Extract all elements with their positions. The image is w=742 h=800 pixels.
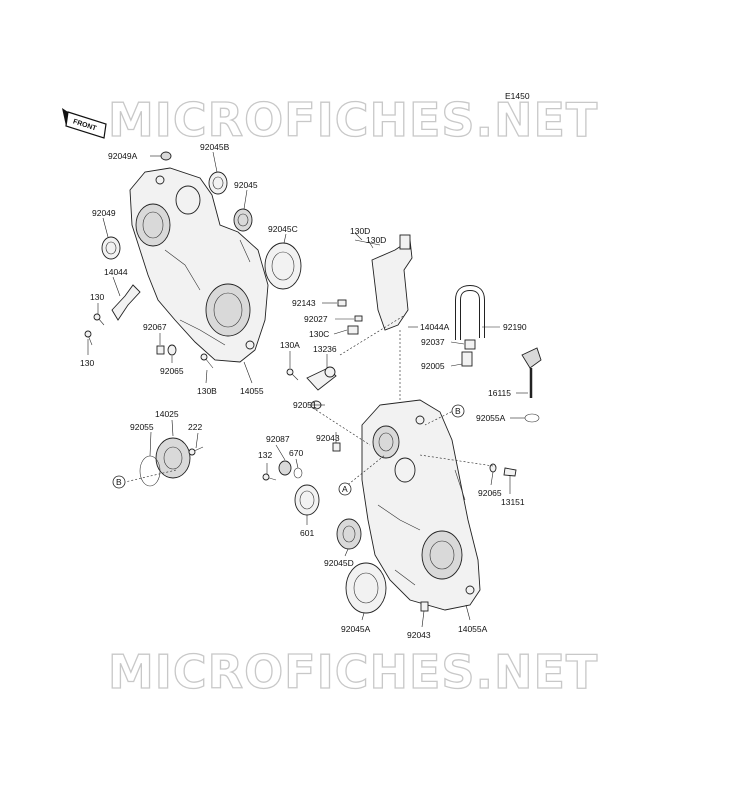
callout-B-left: B xyxy=(112,475,126,489)
label-92065-b: 92065 xyxy=(478,488,502,498)
bolt-130D xyxy=(354,232,374,249)
label-92055: 92055 xyxy=(130,422,154,432)
label-92143: 92143 xyxy=(292,298,316,308)
label-132: 132 xyxy=(258,450,272,460)
leader-lines xyxy=(87,151,528,628)
bolt-130B xyxy=(200,353,214,369)
label-14025: 14025 xyxy=(155,409,179,419)
label-92037: 92037 xyxy=(421,337,445,347)
label-92055A: 92055A xyxy=(476,413,506,423)
label-92005: 92005 xyxy=(421,361,445,371)
bearing-92045C xyxy=(264,242,302,290)
pin-92043-a xyxy=(332,442,341,452)
label-601: 601 xyxy=(300,528,314,538)
label-92043-a: 92043 xyxy=(316,433,340,443)
fitting-92005 xyxy=(461,351,473,367)
label-670: 670 xyxy=(289,448,303,458)
front-arrow-icon: FRONT xyxy=(62,108,107,139)
label-92087: 92087 xyxy=(266,434,290,444)
diagram-code: E1450 xyxy=(505,91,530,101)
watermark-top: MICROFICHES.NET xyxy=(108,93,598,147)
label-92045D: 92045D xyxy=(324,558,354,568)
fitting-92037 xyxy=(464,339,476,350)
label-130A: 130A xyxy=(280,340,300,350)
label-130C: 130C xyxy=(309,329,329,339)
watermark-bottom: MICROFICHES.NET xyxy=(108,645,598,699)
lever-13236 xyxy=(306,366,337,391)
label-14044: 14044 xyxy=(104,267,128,277)
seal-92049A xyxy=(160,151,172,161)
cover-14025 xyxy=(155,437,191,479)
label-130B: 130B xyxy=(197,386,217,396)
bearing-601 xyxy=(294,484,320,516)
label-130-b: 130 xyxy=(80,358,94,368)
oring-670 xyxy=(293,467,303,479)
callout-A-label: A xyxy=(342,484,348,494)
gear-92087 xyxy=(278,460,292,476)
bracket-14044 xyxy=(111,284,141,321)
bracket-14044A xyxy=(371,234,413,331)
sensor-13151 xyxy=(503,467,517,477)
label-92065: 92065 xyxy=(160,366,184,376)
oring-92055 xyxy=(139,455,161,487)
label-14055A: 14055A xyxy=(458,624,488,634)
label-92067: 92067 xyxy=(143,322,167,332)
label-92190: 92190 xyxy=(503,322,527,332)
bolt-132 xyxy=(262,473,277,481)
label-130D-1: 130D xyxy=(350,226,370,236)
label-13151: 13151 xyxy=(501,497,525,507)
pin-92043-b xyxy=(420,601,429,612)
label-92051: 92051 xyxy=(293,400,317,410)
label-92045A: 92045A xyxy=(341,624,371,634)
label-92049A: 92049A xyxy=(108,151,138,161)
washer-92065-b xyxy=(489,463,497,473)
washer-92065 xyxy=(167,344,177,356)
part-labels: 92049A 92045B 92045 92049 92045C 14044 1… xyxy=(80,142,527,640)
callout-B-left-label: B xyxy=(116,477,122,487)
label-130-a: 130 xyxy=(90,292,104,302)
pin-92027 xyxy=(354,315,363,322)
callout-A: A xyxy=(338,482,352,496)
bearing-92045 xyxy=(233,208,253,232)
seal-92045D xyxy=(336,518,362,550)
pin-92143 xyxy=(337,299,347,307)
seal-92045B xyxy=(208,171,228,195)
label-92045C: 92045C xyxy=(268,224,298,234)
bolt-130-b xyxy=(84,330,93,346)
label-92043-b: 92043 xyxy=(407,630,431,640)
right-transmission-case xyxy=(361,399,481,611)
label-92049: 92049 xyxy=(92,208,116,218)
label-92027: 92027 xyxy=(304,314,328,324)
seal-92049 xyxy=(101,236,121,260)
bearing-92045A xyxy=(345,562,387,614)
label-222: 222 xyxy=(188,422,202,432)
bolt-222 xyxy=(188,446,204,456)
callout-B-right: B xyxy=(451,404,465,418)
label-92045B: 92045B xyxy=(200,142,230,152)
callout-B-right-label: B xyxy=(455,406,461,416)
label-92045: 92045 xyxy=(234,180,258,190)
bolt-130C xyxy=(347,325,359,335)
hose-92190 xyxy=(455,284,485,340)
label-16115: 16115 xyxy=(488,388,511,398)
label-130D-2: 130D xyxy=(366,235,386,245)
bolt-130-a xyxy=(93,313,105,326)
left-transmission-case xyxy=(129,167,269,363)
label-14044A: 14044A xyxy=(420,322,450,332)
label-13236: 13236 xyxy=(313,344,337,354)
plug-92067 xyxy=(156,345,165,355)
bolt-130A xyxy=(286,368,299,381)
oring-92055A xyxy=(524,413,540,423)
dipstick-16115 xyxy=(521,347,542,398)
label-14055: 14055 xyxy=(240,386,264,396)
